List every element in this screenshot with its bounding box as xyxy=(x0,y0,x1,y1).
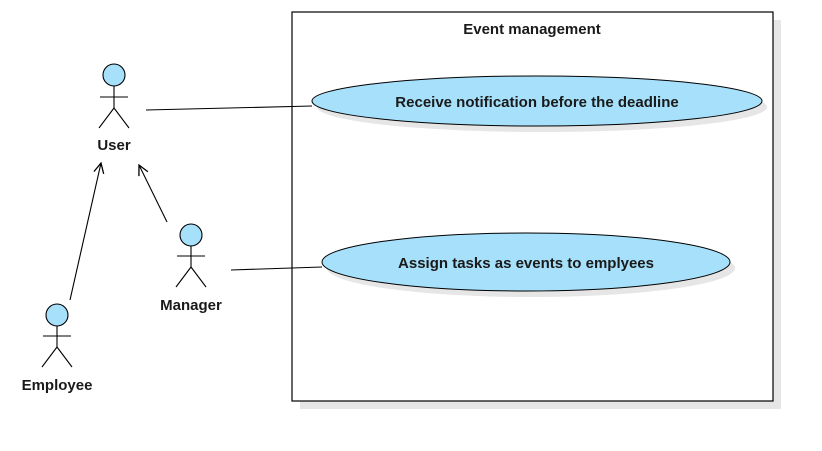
system-boundary[interactable]: Event management xyxy=(291,11,781,409)
actor-user-figure xyxy=(98,63,130,129)
actor-label: Manager xyxy=(160,297,222,314)
use-case-receive-notification[interactable]: Receive notification before the deadline xyxy=(311,75,767,132)
generalization-manager-user[interactable] xyxy=(139,165,168,223)
use-case-ellipse xyxy=(311,75,763,127)
system-title: Event management xyxy=(463,21,601,38)
association-user-receive-notification[interactable] xyxy=(145,105,313,111)
generalization-employee-user[interactable] xyxy=(69,163,101,301)
actor-manager[interactable]: Manager xyxy=(160,223,222,314)
actor-label: User xyxy=(97,137,131,154)
actor-employee-figure xyxy=(41,303,73,368)
use-case-label: Receive notification before the deadline xyxy=(395,94,678,111)
association-manager-assign-tasks[interactable] xyxy=(230,266,323,271)
actor-user[interactable]: User xyxy=(97,63,131,154)
use-case-assign-tasks[interactable]: Assign tasks as events to emplyees xyxy=(321,232,735,297)
use-case-label: Assign tasks as events to emplyees xyxy=(398,255,654,272)
actor-label: Employee xyxy=(22,377,93,394)
system-boundary-frame xyxy=(291,11,774,402)
actor-manager-figure xyxy=(175,223,207,288)
use-case-ellipse xyxy=(321,232,731,292)
actor-employee[interactable]: Employee xyxy=(22,303,93,394)
